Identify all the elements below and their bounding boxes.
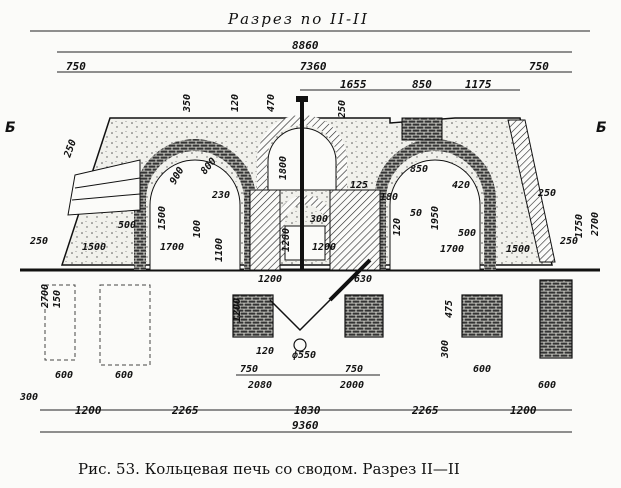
dim-150: 150 xyxy=(52,290,63,308)
center-hopper xyxy=(269,299,331,332)
dim-500-left: 500 xyxy=(118,220,136,231)
figure-caption: Рис. 53. Кольцевая печь со сводом. Разре… xyxy=(78,460,460,478)
dim-1280: 1280 xyxy=(281,228,292,252)
dim-2265-a: 2265 xyxy=(171,404,199,417)
dim-1655: 1655 xyxy=(340,78,367,91)
dim-230: 230 xyxy=(211,190,230,201)
dim-300: 300 xyxy=(309,214,328,225)
dim-180: 180 xyxy=(380,192,398,203)
dim-550: ф550 xyxy=(292,349,316,361)
left-inclined-flue xyxy=(67,159,141,216)
dim-right-750: 750 xyxy=(529,60,549,73)
dim-120-right: 120 xyxy=(392,218,403,236)
dim-50: 50 xyxy=(410,208,422,219)
dim-1175: 1175 xyxy=(465,78,492,91)
footing-left2-outline xyxy=(99,284,151,366)
center-lower-flue xyxy=(284,225,326,261)
dim-1200-foundation: 1200 xyxy=(232,298,243,322)
dim-1500-left: 1500 xyxy=(157,206,168,230)
dim-300-bottom: 300 xyxy=(19,392,38,403)
dim-1100: 1100 xyxy=(214,238,225,262)
dim-1200-a: 1200 xyxy=(75,404,102,417)
dim-750-b: 750 xyxy=(345,364,363,375)
dim-2080: 2080 xyxy=(247,380,272,391)
dim-1700-left: 1700 xyxy=(160,242,184,253)
dim-475: 475 xyxy=(444,300,455,318)
dim-1500-right: 1500 xyxy=(506,244,530,255)
dim-2265-b: 2265 xyxy=(411,404,439,417)
pipe-circle xyxy=(293,338,307,352)
dim-1950: 1950 xyxy=(430,206,441,230)
dim-1200-center: 1200 xyxy=(312,242,336,253)
dim-1750: 1750 xyxy=(574,214,585,238)
dim-600-c: 600 xyxy=(473,364,491,375)
dim-1800: 1800 xyxy=(278,156,289,180)
dim-1200-b: 1200 xyxy=(510,404,537,417)
dim-250-right: 250 xyxy=(537,188,556,199)
dim-350: 350 xyxy=(182,94,193,113)
dim-300-right: 300 xyxy=(440,340,451,359)
dim-100: 100 xyxy=(192,220,203,238)
footing-left-outline xyxy=(44,284,76,361)
dim-1700-right: 1700 xyxy=(440,244,464,255)
dim-2000: 2000 xyxy=(339,380,364,391)
dim-630: 630 xyxy=(354,274,372,285)
wall-left-center xyxy=(249,189,281,271)
dim-420: 420 xyxy=(452,180,470,191)
dim-850: 850 xyxy=(412,78,432,91)
dim-120-bottom: 120 xyxy=(256,346,274,357)
dim-mid-7360: 7360 xyxy=(300,60,327,73)
dim-850-inner: 850 xyxy=(410,164,428,175)
section-mark-left: Б xyxy=(5,120,16,136)
foundation-center-right xyxy=(344,294,384,338)
dim-125: 125 xyxy=(350,180,368,191)
section-mark-right: Б xyxy=(596,120,607,136)
right-arch-lining xyxy=(374,139,496,270)
dim-250-rightedge: 250 xyxy=(559,236,578,247)
dim-600-a: 600 xyxy=(55,370,73,381)
right-buttress xyxy=(507,119,556,263)
dim-left-750: 750 xyxy=(66,60,86,73)
center-lower-arch xyxy=(275,195,335,260)
dim-120: 120 xyxy=(230,94,241,112)
dim-500-right: 500 xyxy=(458,228,476,239)
dim-250-left: 250 xyxy=(62,138,79,160)
inclined-duct xyxy=(328,258,372,302)
foundation-far-right xyxy=(539,279,573,359)
dim-1500-leftbase: 1500 xyxy=(82,242,106,253)
dim-470: 470 xyxy=(266,94,277,112)
dim-2700: 2700 xyxy=(590,212,601,237)
right-chamber xyxy=(389,159,481,271)
dim-overall-top: 8860 xyxy=(292,39,319,52)
top-opening-right xyxy=(401,117,443,141)
flue-line-1 xyxy=(74,177,141,189)
rod-cap xyxy=(296,96,308,102)
dim-250-top: 250 xyxy=(337,100,348,119)
flue-line-2 xyxy=(71,193,141,201)
dim-1200-lower: 1200 xyxy=(258,274,282,285)
foundation-left xyxy=(232,294,274,338)
left-chamber xyxy=(149,159,241,271)
dim-600-d: 600 xyxy=(538,380,556,391)
dim-250-leftedge: 250 xyxy=(29,236,48,247)
foundation-right xyxy=(461,294,503,338)
left-arch-lining xyxy=(134,139,256,270)
dim-2700-left: 2700 xyxy=(40,284,51,309)
dim-1830: 1830 xyxy=(294,404,321,417)
wall-right-center xyxy=(329,189,381,271)
dim-600-b: 600 xyxy=(115,370,133,381)
dim-750-a: 750 xyxy=(240,364,258,375)
dim-overall-bottom: 9360 xyxy=(292,419,319,432)
central-rod xyxy=(300,100,304,270)
drawing-title: Разрез по II-II xyxy=(227,10,369,28)
